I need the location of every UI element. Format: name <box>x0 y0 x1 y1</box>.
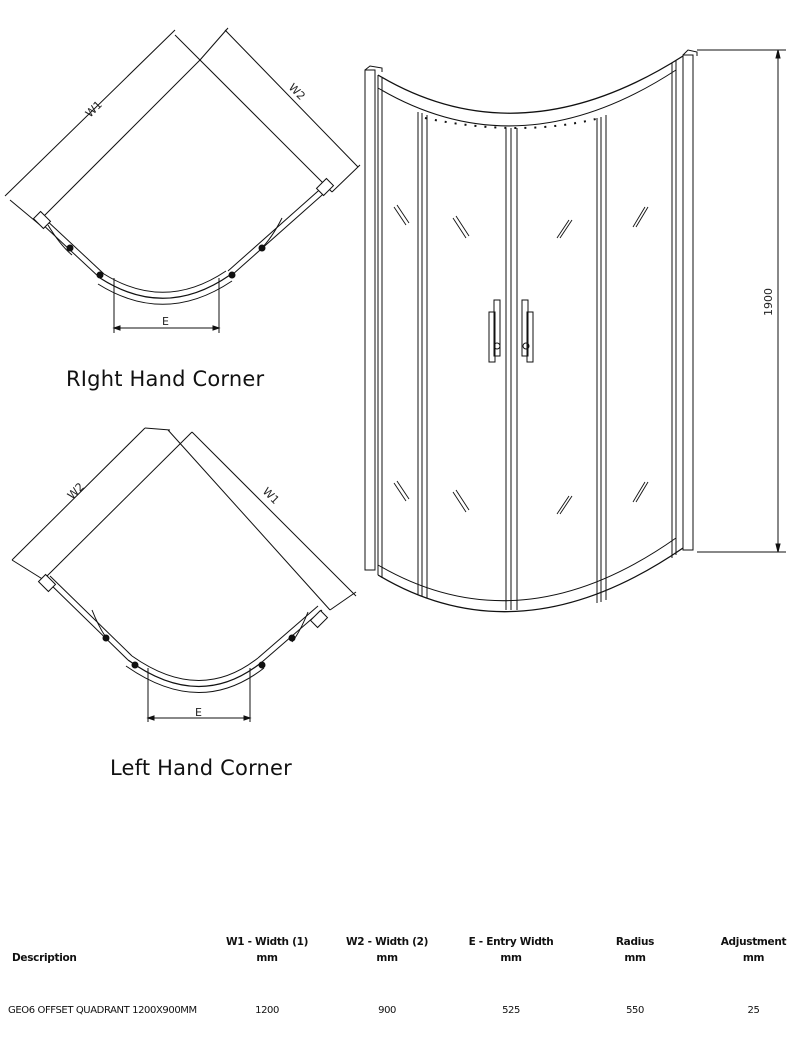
rh-e-label: E <box>162 315 169 328</box>
header-description: Description <box>12 952 77 964</box>
table-row: GEO6 OFFSET QUADRANT 1200X900MM 1200 900… <box>0 966 810 1022</box>
lh-w2-label: W2 <box>65 480 87 502</box>
cell-w2: 900 <box>378 1005 397 1016</box>
cell-radius: 550 <box>626 1005 644 1016</box>
cell-adjustment: 25 <box>747 1005 760 1016</box>
header-w1: W1 - Width (1)mm <box>225 936 309 964</box>
table-header-row: Description W1 - Width (1)mm W2 - Width … <box>0 920 810 966</box>
rh-w2-label: W2 <box>286 81 308 103</box>
height-dimension-label: 1900 <box>762 288 775 316</box>
lh-e-label: E <box>195 706 202 719</box>
cell-description: GEO6 OFFSET QUADRANT 1200X900MM <box>8 1005 197 1016</box>
cell-w1: 1200 <box>255 1005 279 1016</box>
technical-drawing: W1 W2 E W2 W1 E <box>4 27 786 722</box>
left-hand-corner-caption: Left Hand Corner <box>110 756 292 780</box>
cell-entry-width: 525 <box>502 1005 520 1016</box>
header-w2: W2 - Width (2)mm <box>346 936 429 964</box>
right-hand-corner-caption: RIght Hand Corner <box>66 367 265 391</box>
right-hand-corner-plan <box>4 27 361 333</box>
enclosure-elevation <box>364 49 786 613</box>
spec-table: Description W1 - Width (1)mm W2 - Width … <box>0 920 810 1022</box>
left-hand-corner-plan <box>11 427 357 722</box>
